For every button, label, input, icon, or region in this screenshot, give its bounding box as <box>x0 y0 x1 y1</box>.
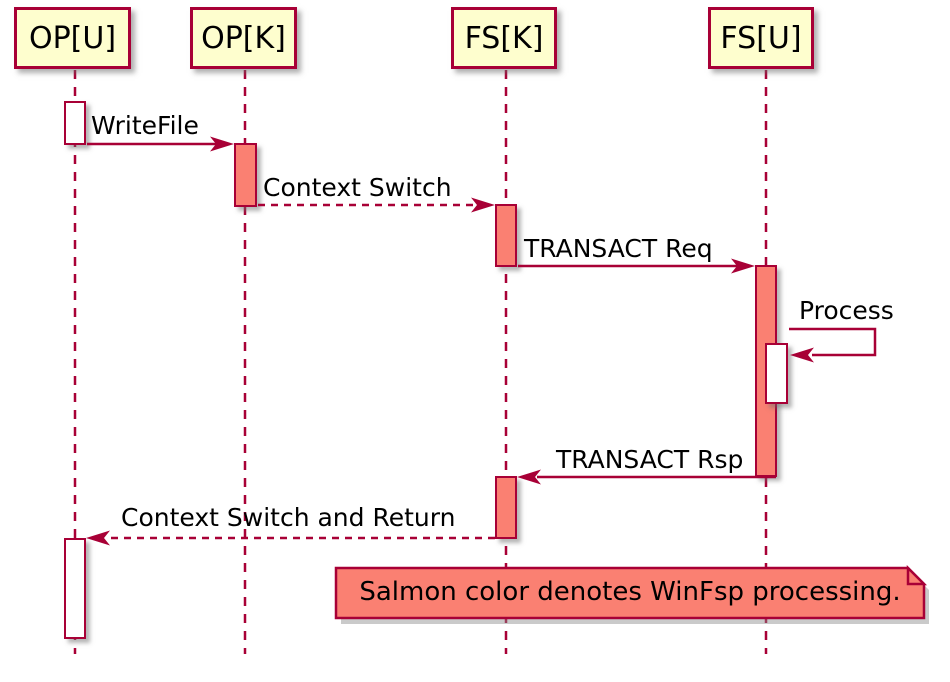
participant-opu: OP[U] <box>14 7 131 69</box>
arrowhead-writefile <box>210 136 234 152</box>
participant-opk: OP[K] <box>190 7 297 69</box>
message-label-writefile: WriteFile <box>91 111 199 140</box>
activation-fsk-winfsp-rsp <box>495 476 517 539</box>
activation-opu-return <box>64 538 86 639</box>
participant-opk-label: OP[K] <box>201 20 286 56</box>
participant-fsk: FS[K] <box>451 7 557 69</box>
message-label-context-switch-return: Context Switch and Return <box>121 503 456 532</box>
arrowhead-process <box>790 347 814 363</box>
arrowhead-context-switch <box>471 197 495 213</box>
arrowhead-transact-rsp <box>517 469 541 485</box>
participant-opu-label: OP[U] <box>28 20 117 56</box>
message-label-context-switch: Context Switch <box>263 173 452 202</box>
arrow-process-self <box>789 327 877 357</box>
activation-opu-writefile <box>64 101 86 145</box>
arrowhead-transact-req <box>731 258 755 274</box>
message-label-process: Process <box>799 296 894 325</box>
activation-fsu-process <box>765 343 788 404</box>
note-text: Salmon color denotes WinFsp processing. <box>359 577 901 607</box>
activation-opk-winfsp <box>234 143 257 207</box>
participant-fsu-label: FS[U] <box>720 20 802 56</box>
participant-fsu: FS[U] <box>708 7 814 69</box>
message-label-transact-req: TRANSACT Req <box>524 234 713 263</box>
arrowhead-context-switch-return <box>86 530 110 546</box>
activation-fsk-winfsp-req <box>495 204 517 267</box>
message-label-transact-rsp: TRANSACT Rsp <box>556 445 744 474</box>
participant-fsk-label: FS[K] <box>464 20 544 56</box>
